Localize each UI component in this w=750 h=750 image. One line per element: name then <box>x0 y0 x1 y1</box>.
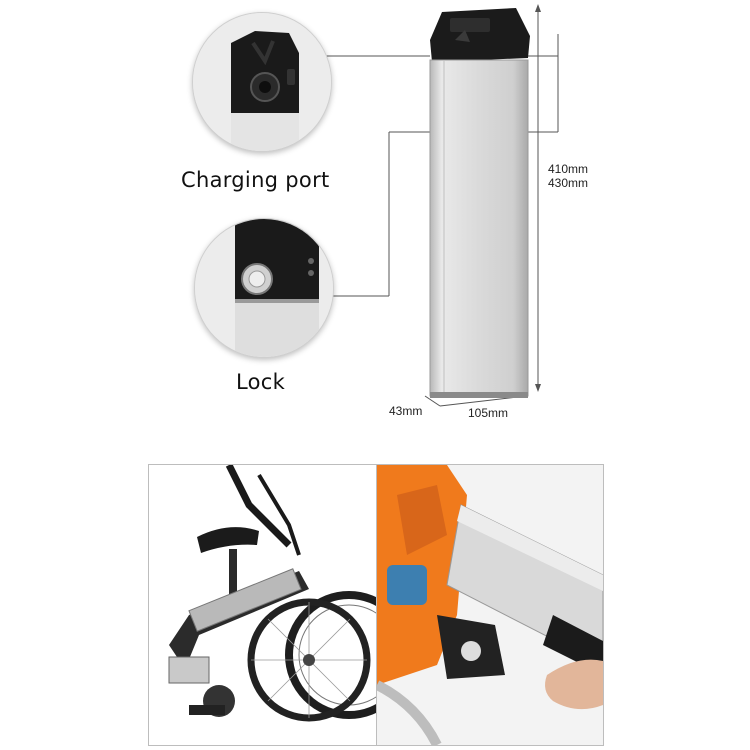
charging-port-label: Charging port <box>181 168 330 192</box>
hand-icon <box>377 465 603 745</box>
lock-icon <box>195 219 333 357</box>
callout-lines <box>290 4 559 407</box>
lock-label: Lock <box>236 370 286 394</box>
folded-bike-photo <box>148 464 378 746</box>
charging-port-closeup <box>192 12 332 152</box>
height-dimension-410: 410mm <box>548 162 589 176</box>
battery-insertion-photo <box>376 464 604 746</box>
charging-port-icon <box>193 13 331 151</box>
lock-closeup <box>194 218 334 358</box>
width-dimension: 105mm <box>468 406 509 420</box>
depth-dimension: 43mm <box>389 404 423 418</box>
height-dimension-430: 430mm <box>548 176 589 190</box>
folding-bike-icon <box>149 465 377 745</box>
battery-icon <box>429 8 530 398</box>
